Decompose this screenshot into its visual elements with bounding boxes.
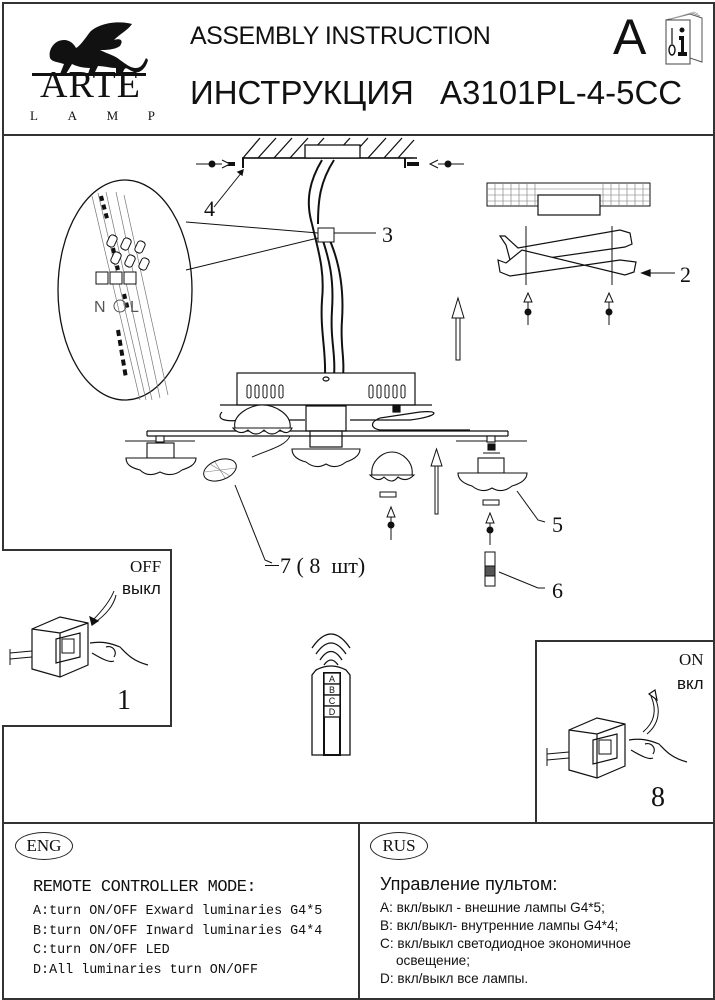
rus-language-badge: RUS	[370, 832, 428, 860]
eng-language-badge: ENG	[15, 832, 73, 860]
up-arrow-icon	[451, 296, 465, 361]
list-item: B: вкл/выкл- внутренние лампы G4*4;	[380, 917, 619, 933]
step-number-8: 8	[651, 782, 665, 813]
remote-button-c: C	[329, 696, 336, 706]
brand-name: ARTE	[40, 64, 141, 106]
list-item: C: вкл/выкл светодиодное экономичное	[380, 935, 631, 951]
header-divider	[2, 134, 713, 136]
mounting-plate	[223, 144, 419, 168]
title-russian: ИНСТРУКЦИЯ	[190, 74, 414, 111]
up-arrow-icon	[430, 447, 443, 515]
on-label-en: ON	[679, 650, 704, 669]
remote-button-a: A	[329, 674, 335, 684]
step-8-switch-on-panel: ON вкл 8	[535, 640, 713, 824]
brand-sub-letter: L	[30, 108, 38, 123]
model-number: A3101PL-4-5CC	[440, 74, 683, 111]
terminal-label-n: N	[94, 299, 106, 316]
step-number-1: 1	[117, 685, 131, 716]
glass-shade	[125, 404, 528, 492]
remote-button-b: B	[329, 685, 335, 695]
callout-7-crystals: 7 ( 8 шт)	[280, 553, 366, 578]
callout-6: 6	[552, 578, 563, 603]
power-cables	[307, 159, 345, 376]
side-screw-left-icon	[196, 159, 232, 169]
switch-on-icon	[546, 689, 688, 779]
callout-2: 2	[680, 262, 691, 287]
terminal-block-magnifier: N L	[57, 179, 319, 401]
side-screw-right-icon	[428, 159, 464, 169]
remote-button-d: D	[329, 707, 336, 717]
eng-remote-mode-list: A:turn ON/OFF Exward luminaries G4*5 B:t…	[33, 902, 322, 980]
off-label-ru: выкл	[122, 579, 161, 598]
footer-column-divider	[358, 822, 360, 998]
list-item: D:All luminaries turn ON/OFF	[33, 962, 258, 978]
brand-sub-letter: A	[67, 108, 77, 123]
list-item: C:turn ON/OFF LED	[33, 943, 170, 959]
assembly-diagram: N L	[57, 137, 675, 756]
callout-7-leader	[265, 565, 279, 566]
list-item: A: вкл/выкл - внешние лампы G4*5;	[380, 900, 605, 915]
instruction-book-icon	[665, 11, 703, 65]
remote-control-icon: A B C D	[311, 633, 351, 756]
on-label-ru: вкл	[677, 674, 704, 693]
callout-4: 4	[204, 196, 215, 221]
g4-bulb-icon	[379, 491, 500, 587]
callout-3: 3	[382, 222, 393, 247]
winged-lion-logo-icon	[32, 22, 148, 76]
chandelier-body	[146, 372, 509, 448]
title-english: ASSEMBLY INSTRUCTION	[190, 22, 491, 50]
brand-sub-letter: M	[106, 108, 119, 123]
eng-remote-mode-title: REMOTE CONTROLLER MODE:	[33, 878, 257, 897]
footer-divider	[2, 822, 713, 824]
off-label-en: OFF	[130, 557, 162, 576]
rus-remote-mode-list: A: вкл/выкл - внешние лампы G4*5; B: вкл…	[380, 899, 631, 988]
terminal-label-l: L	[130, 299, 139, 316]
list-item: D: вкл/выкл все лампы.	[380, 971, 529, 987]
list-item: A:turn ON/OFF Exward luminaries G4*5	[33, 904, 323, 919]
brand-subtitle: L A M P	[30, 108, 155, 124]
ceiling-bracket	[486, 182, 651, 285]
switch-off-icon	[9, 590, 149, 678]
bracket-screws-icon	[523, 291, 614, 325]
brand-sub-letter: P	[147, 108, 155, 123]
version-letter: A	[613, 9, 647, 65]
step-1-switch-off-panel: OFF выкл 1	[2, 549, 172, 727]
callout-5: 5	[552, 512, 563, 537]
list-item: B:turn ON/OFF Inward luminaries G4*4	[33, 923, 323, 939]
rus-remote-mode-title: Управление пультом:	[380, 874, 558, 894]
list-item: освещение;	[396, 953, 471, 969]
